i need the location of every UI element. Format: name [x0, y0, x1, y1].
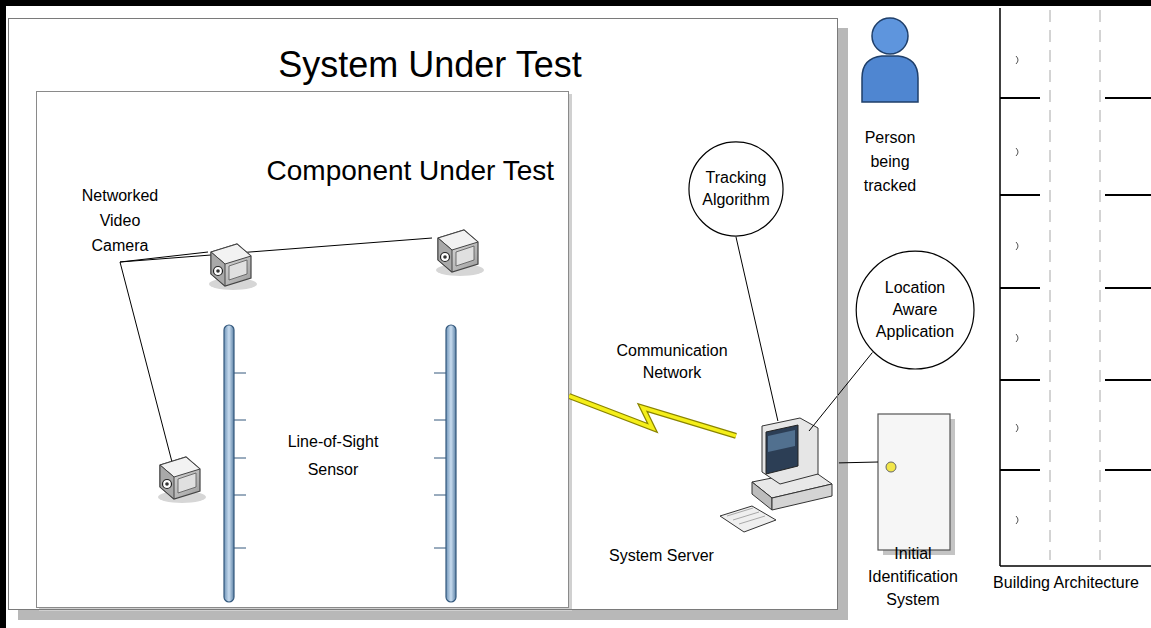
- box-fill: [8, 18, 838, 610]
- part-label: Networked Video Camera: [78, 183, 162, 258]
- system-box: System Under TestComponent Under TestTra…: [8, 18, 838, 610]
- box-title: Component Under Test: [267, 154, 554, 188]
- box-title: System Under Test: [15, 43, 845, 87]
- connector-line: [809, 353, 872, 432]
- node-label: Initial Identification System: [858, 542, 968, 611]
- sensor-pole: [224, 325, 246, 602]
- part-label: Person being tracked: [848, 126, 932, 198]
- video-camera: [436, 230, 484, 276]
- circle-outline: [688, 141, 784, 237]
- person-icon: [862, 18, 918, 102]
- frame-bar: [0, 0, 6, 628]
- network-bolt: [569, 396, 736, 436]
- computer-icon: [720, 418, 832, 532]
- server-node: System Server: [601, 406, 846, 576]
- video-camera: [158, 457, 206, 503]
- node-label: System Server: [609, 545, 714, 567]
- box-fill: [35, 90, 568, 607]
- connector-line: [839, 462, 878, 464]
- door-icon: [878, 414, 955, 555]
- leader-lines: [120, 238, 432, 462]
- process-circle: Location Aware Application: [855, 250, 975, 370]
- component-box: Component Under Test: [36, 91, 569, 608]
- frame-bar: [0, 0, 1151, 6]
- identification-node: Initial Identification System: [862, 410, 964, 610]
- part-label: Line-of-Sight Sensor: [268, 428, 398, 484]
- part-label: Building Architecture: [988, 572, 1144, 594]
- edge-label: Communication Network: [607, 340, 737, 384]
- node-label: Tracking Algorithm: [696, 167, 776, 211]
- sensor-pole: [434, 325, 456, 602]
- floor-plan: [1000, 8, 1151, 566]
- video-camera: [209, 244, 257, 290]
- process-circle: Tracking Algorithm: [688, 141, 784, 237]
- connector-line: [736, 237, 778, 421]
- node-label: Location Aware Application: [863, 277, 967, 343]
